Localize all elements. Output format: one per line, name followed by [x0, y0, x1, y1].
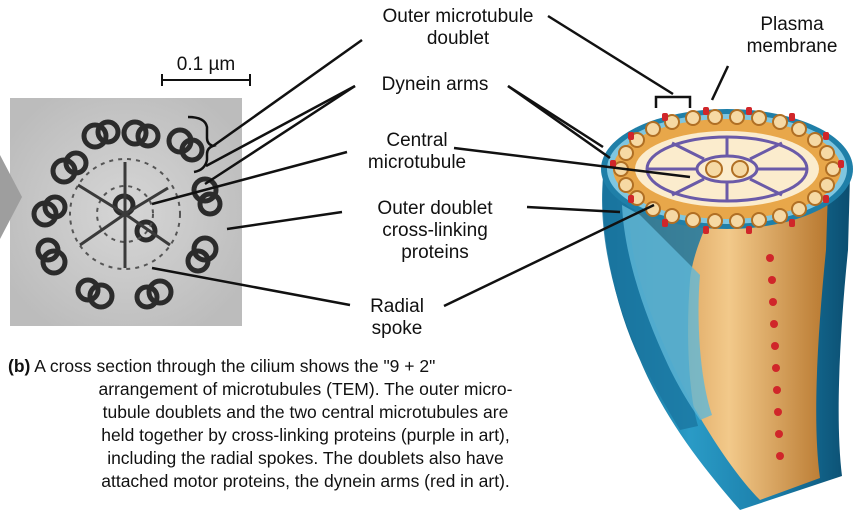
caption-line-1-text: A cross section through the cilium shows… — [34, 356, 435, 376]
caption-line-3: tubule doublets and the two central micr… — [8, 401, 603, 424]
label-central-line2: microtubule — [352, 152, 482, 174]
figure-caption: (b) A cross section through the cilium s… — [8, 355, 603, 493]
label-plasma-line2: membrane — [724, 36, 860, 58]
label-radial-line1: Radial — [352, 296, 442, 318]
label-central-line1: Central — [352, 130, 482, 152]
caption-line-2: arrangement of microtubules (TEM). The o… — [8, 378, 603, 401]
cilium-3d-illustration — [601, 97, 853, 510]
label-outer-doublet-line2: doublet — [368, 28, 548, 50]
caption-line-1: (b) A cross section through the cilium s… — [8, 355, 603, 378]
label-cross-linking: Outer doublet cross-linking proteins — [345, 198, 525, 264]
label-plasma-line1: Plasma — [724, 14, 860, 36]
label-central-microtubule: Central microtubule — [352, 130, 482, 174]
label-outer-doublet: Outer microtubule doublet — [368, 6, 548, 50]
label-radial-spoke: Radial spoke — [352, 296, 442, 340]
label-crosslink-line3: proteins — [345, 242, 525, 264]
caption-line-5: including the radial spokes. The doublet… — [8, 447, 603, 470]
label-plasma-membrane: Plasma membrane — [724, 14, 860, 58]
label-crosslink-line1: Outer doublet — [345, 198, 525, 220]
label-scale-bar: 0.1 µm — [160, 54, 252, 76]
caption-part-label: (b) — [8, 356, 30, 376]
caption-line-6: attached motor proteins, the dynein arms… — [8, 470, 603, 493]
label-dynein-arms: Dynein arms — [360, 74, 510, 96]
label-outer-doublet-line1: Outer microtubule — [368, 6, 548, 28]
label-crosslink-line2: cross-linking — [345, 220, 525, 242]
label-radial-line2: spoke — [352, 318, 442, 340]
caption-line-4: held together by cross-linking proteins … — [8, 424, 603, 447]
